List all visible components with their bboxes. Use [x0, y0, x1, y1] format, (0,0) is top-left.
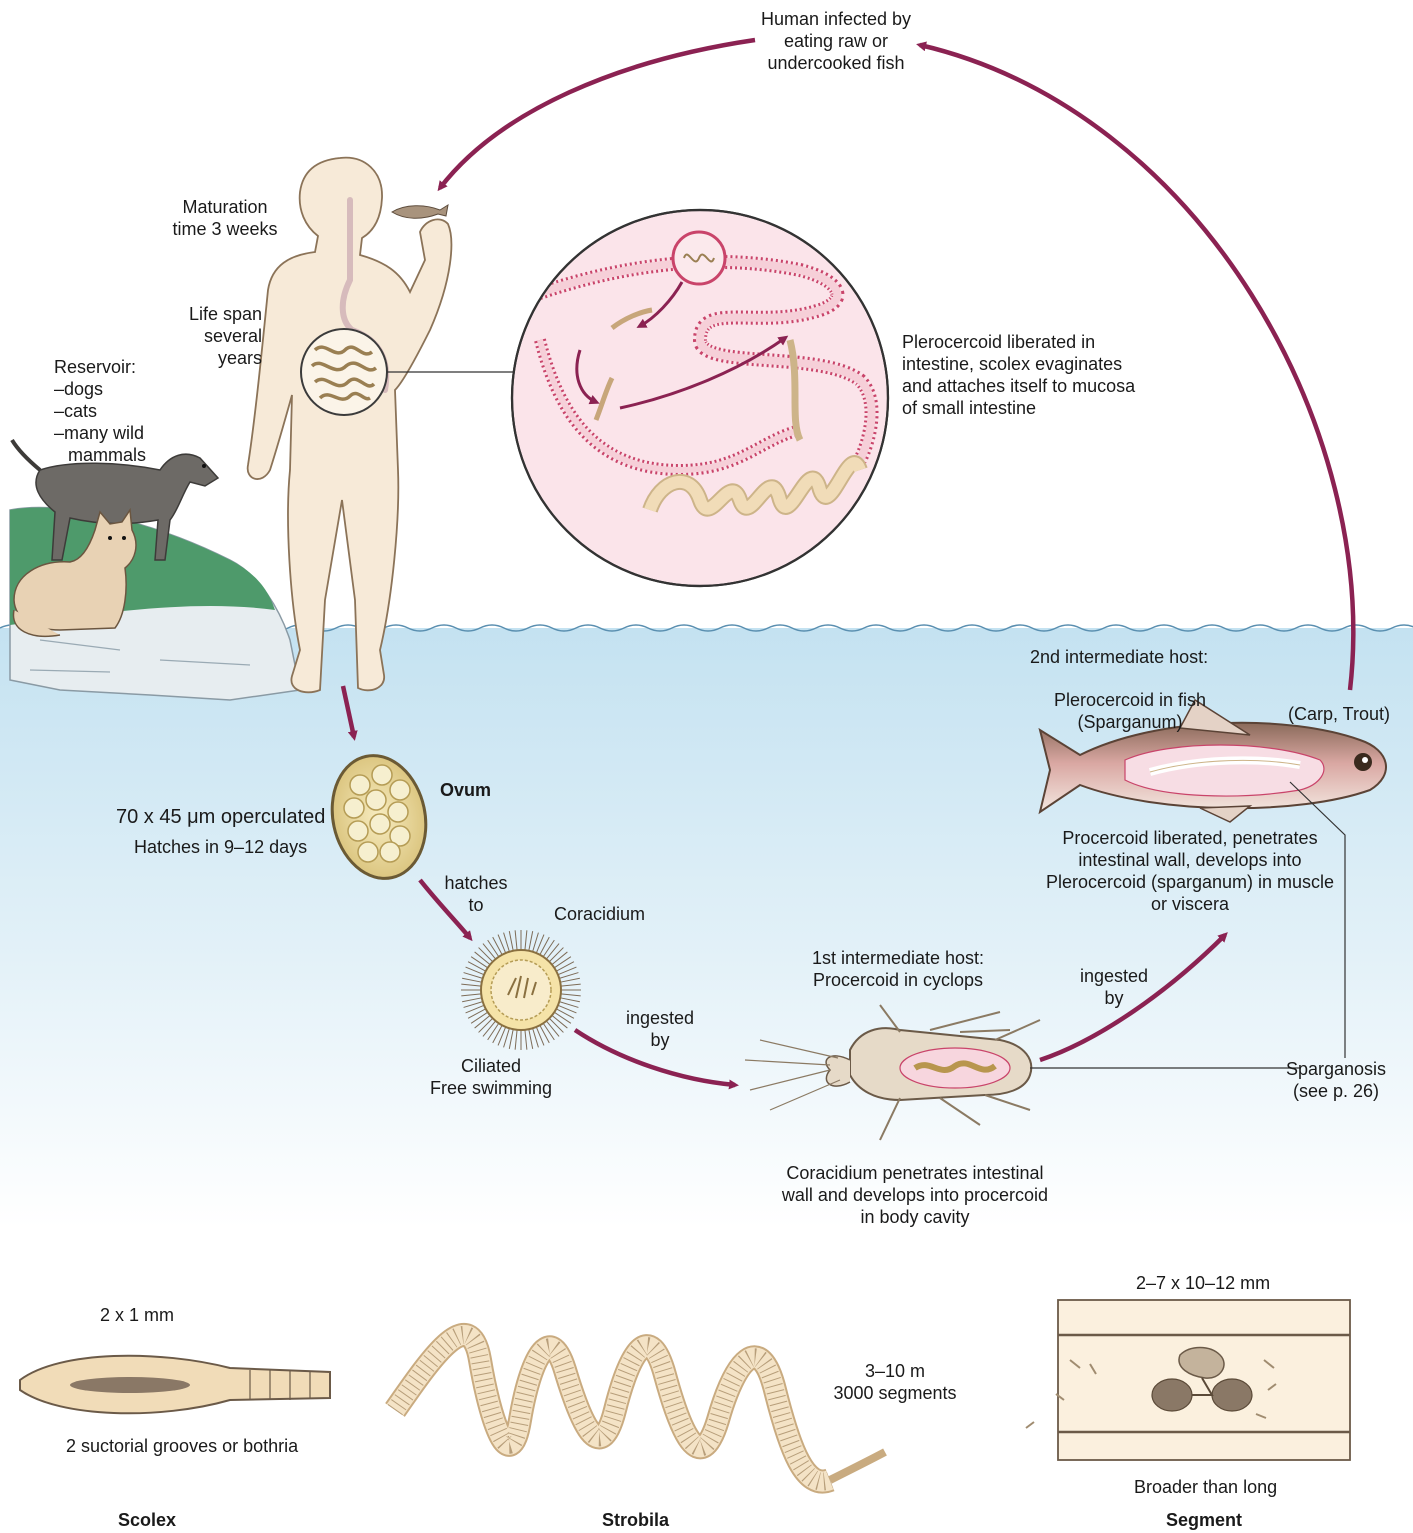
human-infected-label: Human infected by eating raw or undercoo…	[736, 8, 936, 74]
plerocercoid-liberated-label: Plerocercoid liberated in intestine, sco…	[902, 331, 1135, 419]
coracidium-penetrates-line: in body cavity	[770, 1206, 1060, 1228]
ovum-label: Ovum	[440, 779, 491, 801]
second-host-label: 2nd intermediate host:	[1030, 646, 1208, 668]
strobila-size-line: 3–10 m	[830, 1360, 960, 1382]
segment-size-label: 2–7 x 10–12 mm	[1136, 1272, 1270, 1294]
carp-trout-text: (Carp, Trout)	[1288, 703, 1390, 725]
scolex-desc-label: 2 suctorial grooves or bothria	[66, 1435, 298, 1457]
plerocercoid-liberated-line: of small intestine	[902, 397, 1135, 419]
ingested-by-line: ingested	[1072, 965, 1156, 987]
human-infected-line: Human infected by	[736, 8, 936, 30]
ingested-by-line: by	[618, 1029, 702, 1051]
plerocercoid-fish-line: (Sparganum)	[1040, 711, 1220, 733]
scolex-title-text: Scolex	[118, 1509, 176, 1531]
carp-trout-label: (Carp, Trout)	[1288, 703, 1390, 725]
life-span-line: Life span	[172, 303, 262, 325]
scolex-size-text: 2 x 1 mm	[100, 1304, 174, 1326]
ingested-by-label-2: ingested by	[1072, 965, 1156, 1009]
second-host-text: 2nd intermediate host:	[1030, 646, 1208, 668]
sparganosis-line: Sparganosis	[1280, 1058, 1392, 1080]
life-span-label: Life span several years	[172, 303, 262, 369]
coracidium-penetrates-label: Coracidium penetrates intestinal wall an…	[770, 1162, 1060, 1228]
hatches-to-label: hatches to	[440, 872, 512, 916]
segment-illustration	[1026, 1300, 1350, 1460]
coracidium-text: Coracidium	[554, 903, 645, 925]
procercoid-liberated-line: intestinal wall, develops into	[1030, 849, 1350, 871]
hatch-days-label: Hatches in 9–12 days	[134, 836, 307, 858]
hatches-to-line: to	[440, 894, 512, 916]
procercoid-liberated-label: Procercoid liberated, penetrates intesti…	[1030, 827, 1350, 915]
segment-size-text: 2–7 x 10–12 mm	[1136, 1272, 1270, 1294]
ingested-by-line: by	[1072, 987, 1156, 1009]
reservoir-line: mammals	[54, 444, 146, 466]
ciliated-line: Free swimming	[420, 1077, 562, 1099]
human-infected-line: eating raw or	[736, 30, 936, 52]
coracidium-label: Coracidium	[554, 903, 645, 925]
intestine-detail-circle	[512, 210, 888, 586]
strobila-size-line: 3000 segments	[830, 1382, 960, 1404]
sparganosis-line: (see p. 26)	[1280, 1080, 1392, 1102]
ingested-by-line: ingested	[618, 1007, 702, 1029]
scolex-desc-text: 2 suctorial grooves or bothria	[66, 1435, 298, 1457]
plerocercoid-fish-line: Plerocercoid in fish	[1040, 689, 1220, 711]
segment-desc-text: Broader than long	[1134, 1476, 1277, 1498]
sparganosis-label: Sparganosis (see p. 26)	[1280, 1058, 1392, 1102]
scolex-title: Scolex	[118, 1509, 176, 1531]
plerocercoid-liberated-line: Plerocercoid liberated in	[902, 331, 1135, 353]
hatch-days-text: Hatches in 9–12 days	[134, 836, 307, 858]
reservoir-line: –cats	[54, 400, 146, 422]
plerocercoid-liberated-line: and attaches itself to mucosa	[902, 375, 1135, 397]
maturation-line: time 3 weeks	[160, 218, 290, 240]
coracidium-penetrates-line: Coracidium penetrates intestinal	[770, 1162, 1060, 1184]
procercoid-liberated-line: or viscera	[1030, 893, 1350, 915]
strobila-title: Strobila	[602, 1509, 669, 1531]
ovum-text: Ovum	[440, 779, 491, 801]
scolex-illustration	[20, 1356, 330, 1414]
maturation-line: Maturation	[160, 196, 290, 218]
human-infected-line: undercooked fish	[736, 52, 936, 74]
ovum-size-text: 70 x 45 μm operculated	[116, 806, 325, 828]
first-host-line: Procercoid in cyclops	[800, 969, 996, 991]
coracidium-penetrates-line: wall and develops into procercoid	[770, 1184, 1060, 1206]
plerocercoid-liberated-line: intestine, scolex evaginates	[902, 353, 1135, 375]
ciliated-line: Ciliated	[420, 1055, 562, 1077]
segment-title-text: Segment	[1166, 1509, 1242, 1531]
plerocercoid-fish-label: Plerocercoid in fish (Sparganum)	[1040, 689, 1220, 733]
strobila-size-label: 3–10 m 3000 segments	[830, 1360, 960, 1404]
coracidium-illustration	[461, 930, 581, 1050]
procercoid-liberated-line: Plerocercoid (sparganum) in muscle	[1030, 871, 1350, 893]
first-host-label: 1st intermediate host: Procercoid in cyc…	[800, 947, 996, 991]
scolex-size-label: 2 x 1 mm	[100, 1304, 174, 1326]
procercoid-liberated-line: Procercoid liberated, penetrates	[1030, 827, 1350, 849]
life-span-line: several	[172, 325, 262, 347]
reservoir-label: Reservoir: –dogs –cats –many wild mammal…	[54, 356, 146, 466]
ciliated-label: Ciliated Free swimming	[420, 1055, 562, 1099]
reservoir-line: Reservoir:	[54, 356, 146, 378]
maturation-label: Maturation time 3 weeks	[160, 196, 290, 240]
reservoir-line: –many wild	[54, 422, 146, 444]
first-host-line: 1st intermediate host:	[800, 947, 996, 969]
hatches-to-line: hatches	[440, 872, 512, 894]
segment-title: Segment	[1166, 1509, 1242, 1531]
segment-desc-label: Broader than long	[1134, 1476, 1277, 1498]
arrow-to-mouth	[440, 40, 755, 188]
ingested-by-label-1: ingested by	[618, 1007, 702, 1051]
strobila-illustration	[395, 1335, 885, 1482]
reservoir-line: –dogs	[54, 378, 146, 400]
strobila-title-text: Strobila	[602, 1509, 669, 1531]
life-span-line: years	[172, 347, 262, 369]
ovum-size-label: 70 x 45 μm operculated	[116, 806, 325, 828]
